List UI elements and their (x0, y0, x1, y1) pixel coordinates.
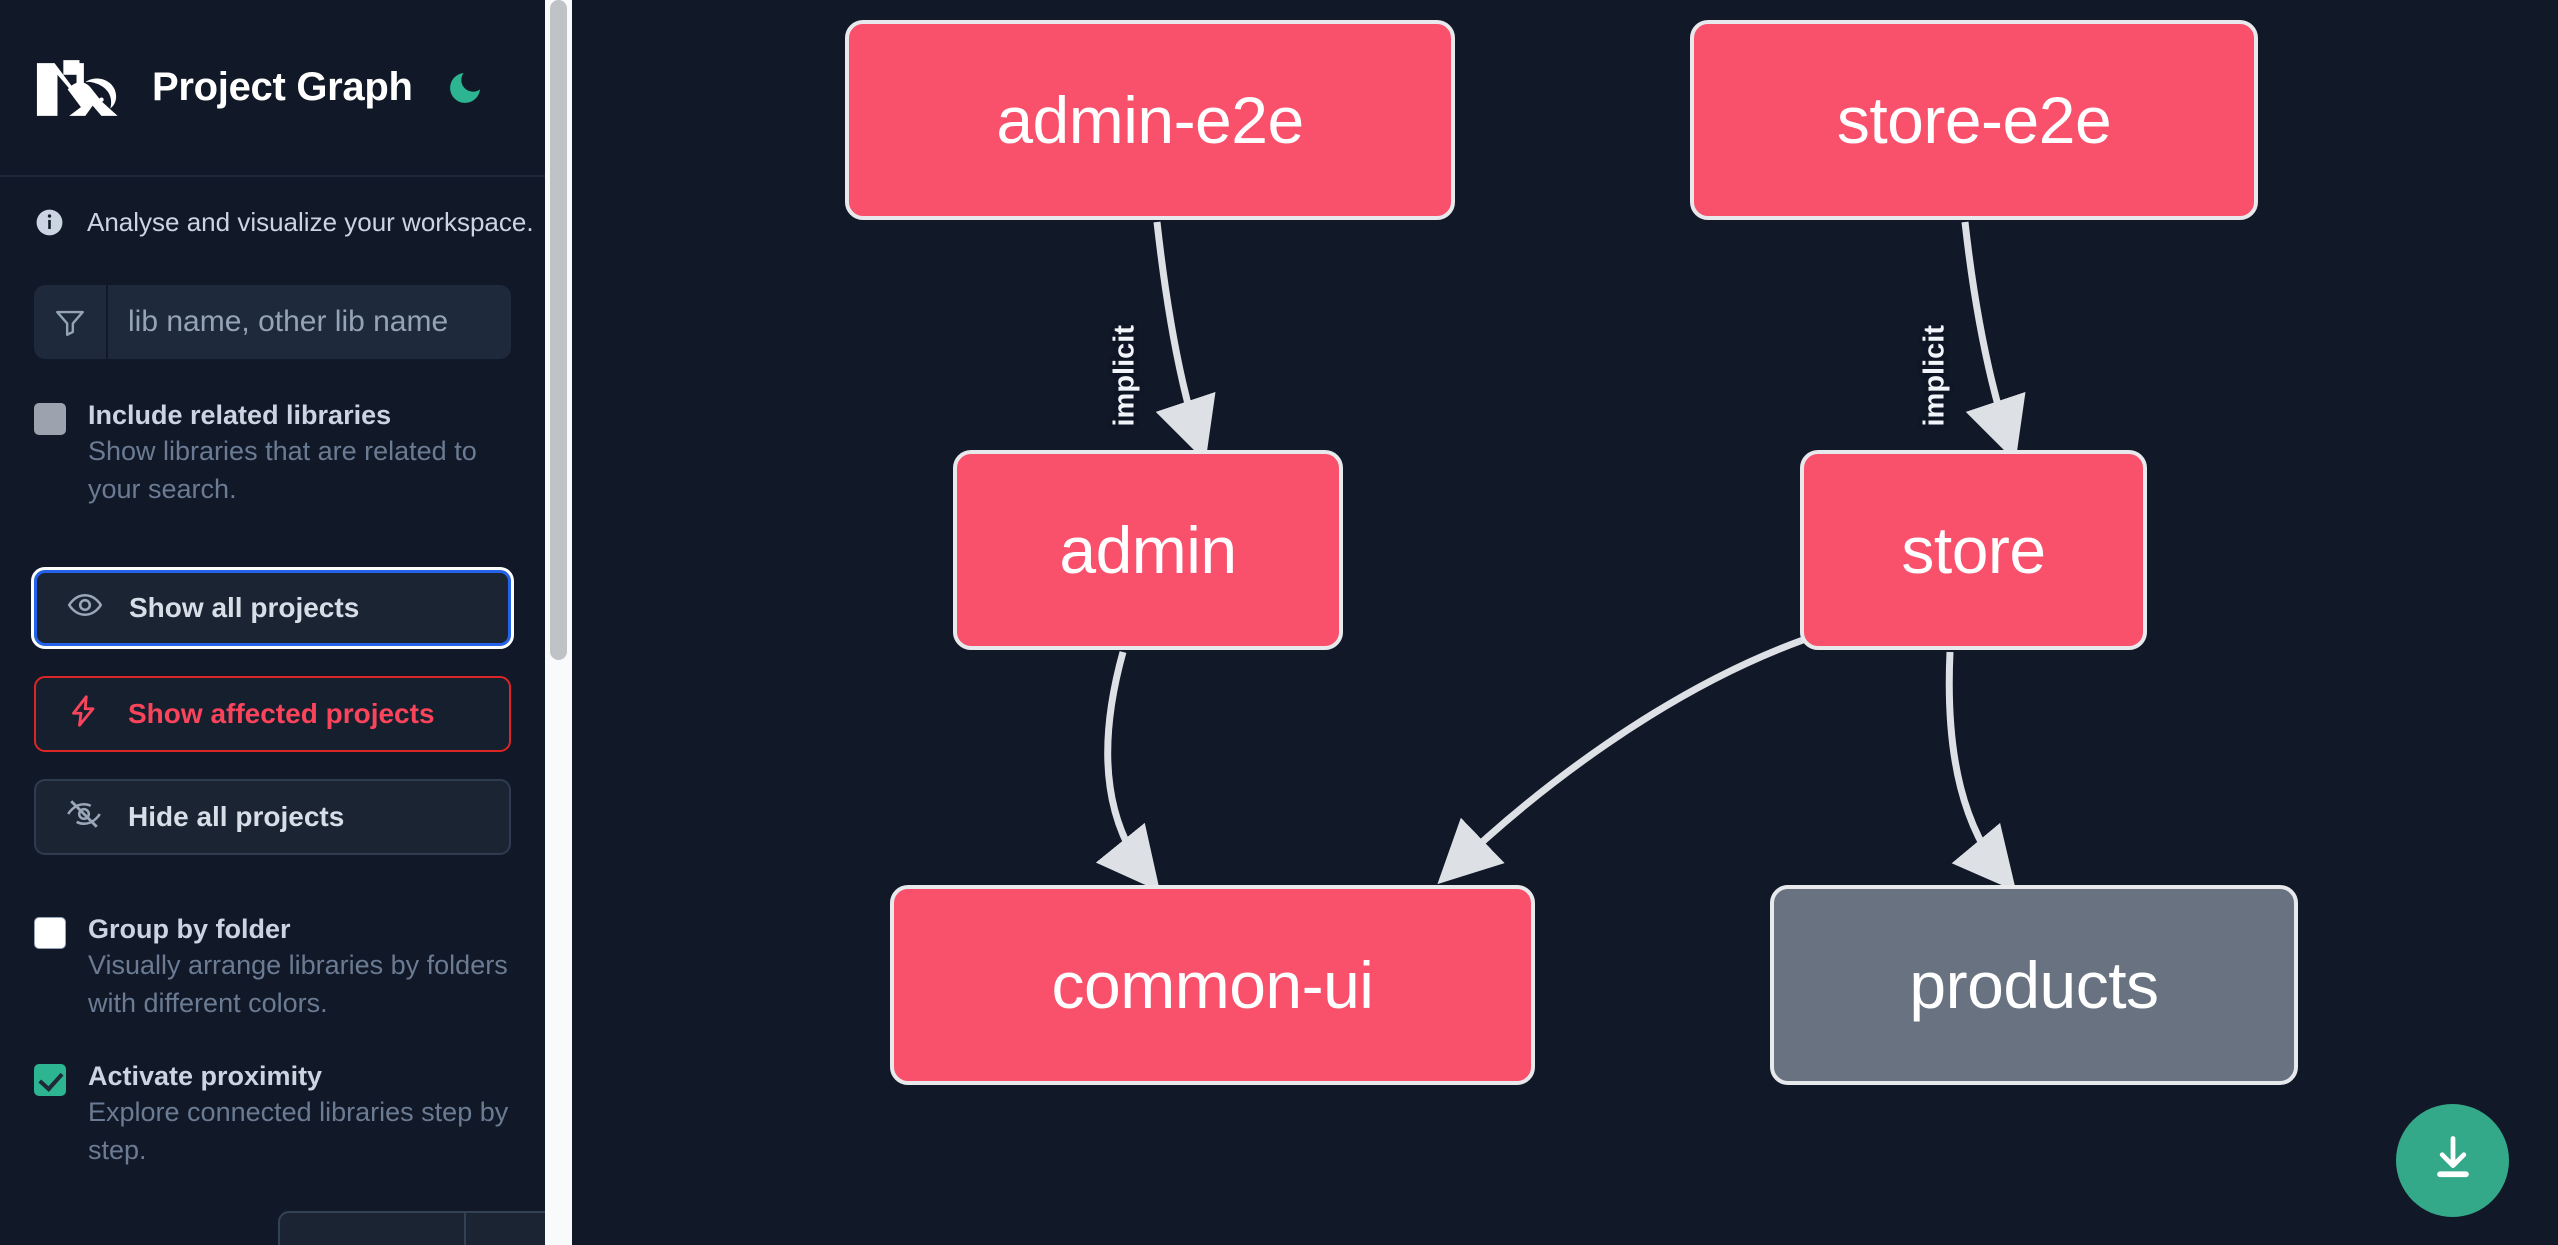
project-graph-canvas[interactable]: admin-e2e store-e2e admin store common-u… (545, 0, 2558, 1245)
graph-node-admin-e2e[interactable]: admin-e2e (845, 20, 1455, 220)
sidebar-header: Project Graph (0, 0, 545, 177)
proximity-stepper-group[interactable] (278, 1211, 545, 1245)
hide-all-projects-label: Hide all projects (128, 800, 345, 832)
graph-node-admin-e2e-label: admin-e2e (996, 83, 1304, 157)
graph-node-store-e2e-label: store-e2e (1836, 83, 2112, 157)
edge-store-common-ui (1437, 636, 1805, 885)
graph-node-products[interactable]: products (1770, 885, 2298, 1085)
graph-node-admin-label: admin (1059, 513, 1237, 587)
graph-node-store-e2e[interactable]: store-e2e (1690, 20, 2258, 220)
filter-funnel-icon (34, 285, 108, 359)
workspace-info-text: Analyse and visualize your workspace. (87, 207, 534, 237)
checkbox-activate-proximity[interactable]: Activate proximity Explore connected lib… (0, 1058, 545, 1169)
checkbox-activate-proximity-description: Explore connected libraries step by step… (88, 1097, 509, 1165)
page-title: Project Graph (152, 65, 413, 109)
proximity-stepper-decrease[interactable] (280, 1213, 466, 1245)
moon-icon[interactable] (443, 66, 487, 110)
graph-node-store[interactable]: store (1800, 450, 2147, 650)
hide-all-projects-button[interactable]: Hide all projects (34, 778, 511, 855)
search-input[interactable] (108, 285, 511, 359)
edge-store-e2e-store (1961, 221, 2026, 462)
edge-admin-common-ui (1095, 651, 1161, 892)
graph-edges (1095, 221, 2026, 892)
download-icon (2427, 1132, 2479, 1189)
download-graph-button[interactable] (2396, 1104, 2509, 1217)
sidebar-scrollbar-thumb[interactable] (550, 0, 567, 660)
checkbox-activate-proximity-label: Activate proximity (88, 1060, 323, 1091)
checkbox-include-related-libraries-description: Show libraries that are related to your … (88, 436, 477, 504)
proximity-stepper-value[interactable] (466, 1213, 545, 1245)
checkbox-group-by-folder[interactable]: Group by folder Visually arrange librari… (0, 911, 545, 1022)
lightning-bolt-icon (66, 693, 102, 734)
info-circle-icon (34, 207, 65, 238)
graph-node-admin[interactable]: admin (953, 450, 1343, 650)
edge-admin-e2e-admin (1153, 221, 1216, 462)
edge-store-products (1945, 651, 2017, 892)
workspace-info: Analyse and visualize your workspace. (0, 177, 545, 238)
checkbox-include-related-libraries-box[interactable] (34, 403, 66, 435)
checkbox-include-related-libraries-label: Include related libraries (88, 400, 392, 430)
checkbox-include-related-libraries[interactable]: Include related libraries Show libraries… (0, 397, 545, 508)
graph-node-store-label: store (1901, 513, 2046, 587)
graph-node-products-label: products (1909, 948, 2159, 1022)
nx-logo-icon (34, 57, 122, 119)
checkbox-activate-proximity-box[interactable] (34, 1063, 66, 1096)
eye-icon (67, 587, 103, 628)
show-affected-projects-label: Show affected projects (128, 697, 435, 729)
show-all-projects-label: Show all projects (129, 591, 360, 623)
checkbox-group-by-folder-description: Visually arrange libraries by folders wi… (88, 950, 508, 1018)
sidebar-scrollbar[interactable] (545, 0, 572, 1245)
eye-off-icon (66, 796, 102, 837)
search-field[interactable] (34, 285, 511, 359)
sidebar: Project Graph Analyse and visualize your… (0, 0, 545, 1245)
graph-node-common-ui-label: common-ui (1051, 948, 1374, 1022)
show-all-projects-button[interactable]: Show all projects (31, 566, 514, 649)
show-affected-projects-button[interactable]: Show affected projects (34, 675, 511, 752)
checkbox-group-by-folder-box[interactable] (34, 916, 66, 949)
graph-node-common-ui[interactable]: common-ui (890, 885, 1535, 1085)
checkbox-group-by-folder-label: Group by folder (88, 913, 291, 944)
